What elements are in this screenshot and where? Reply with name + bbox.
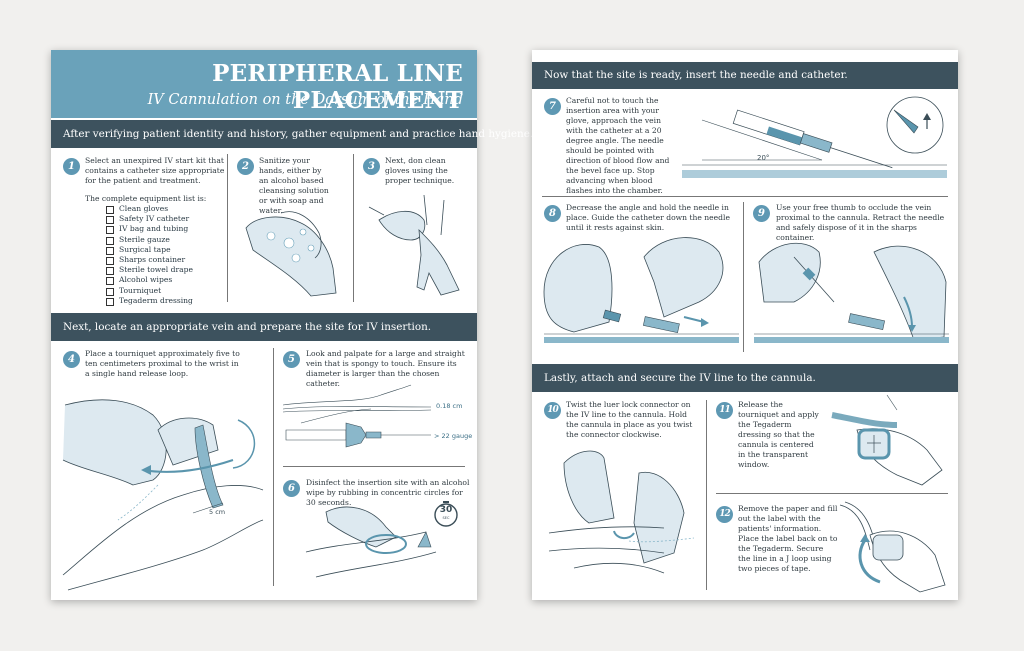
timer-icon xyxy=(433,501,459,528)
checklist-item[interactable]: Clean gloves xyxy=(106,204,193,214)
tourniquet-illustration xyxy=(63,390,268,590)
checkbox-icon xyxy=(106,206,114,214)
checklist-item[interactable]: IV bag and tubing xyxy=(106,224,193,235)
checklist-item[interactable]: Sterile gauze xyxy=(106,235,193,245)
right-poster-page: Now that the site is ready, insert the n… xyxy=(532,50,958,600)
disinfection-illustration xyxy=(306,502,456,592)
left-poster-page: PERIPHERAL LINE PLACEMENT IV Cannulation… xyxy=(51,50,533,600)
glove-donning-illustration xyxy=(369,195,469,300)
checkbox-icon xyxy=(106,246,114,255)
luer-lock-illustration xyxy=(544,443,704,583)
checklist-item[interactable]: Alcohol wipes xyxy=(106,275,193,286)
checklist-item[interactable]: Sterile towel drape xyxy=(106,265,193,276)
checklist-item[interactable]: Surgical tape xyxy=(106,245,193,255)
insertion-angle-label: 20° xyxy=(757,154,770,162)
timer-value: 30 xyxy=(439,505,453,515)
section-heading-secure: Lastly, attach and secure the IV line to… xyxy=(532,364,958,392)
column-divider xyxy=(227,154,228,302)
row-divider xyxy=(716,493,948,494)
step-9-badge: 9 xyxy=(753,205,770,222)
step-8-text: Decrease the angle and hold the needle i… xyxy=(566,203,730,232)
step-12-text: Remove the paper and fill out the label … xyxy=(738,504,838,573)
checkbox-icon xyxy=(106,226,114,235)
checkbox-icon xyxy=(106,287,114,296)
checklist-item[interactable]: Tegaderm dressing xyxy=(106,296,193,306)
vein-and-catheter-illustration xyxy=(281,385,436,450)
step-7-text: Careful not to touch the insertion area … xyxy=(566,96,670,195)
checkbox-icon xyxy=(106,267,114,276)
poster-subtitle: IV Cannulation on the Dorsum of the Hand xyxy=(147,92,463,108)
step-4-text: Place a tourniquet approximately five to… xyxy=(85,349,240,378)
handwashing-illustration xyxy=(241,208,341,298)
step-3-text: Next, don clean gloves using the proper … xyxy=(385,156,455,185)
title-band: PERIPHERAL LINE PLACEMENT IV Cannulation… xyxy=(51,50,477,118)
catheter-gauge-label: > 22 gauge xyxy=(434,432,473,440)
step-6-badge: 6 xyxy=(283,480,300,497)
step-6-text: Disinfect the insertion site with an alc… xyxy=(306,478,470,507)
checkbox-icon xyxy=(106,236,114,245)
step-2-text: Sanitize your hands, either by an alcoho… xyxy=(259,156,329,215)
poster-title: PERIPHERAL LINE PLACEMENT xyxy=(212,60,463,114)
column-divider xyxy=(353,154,354,302)
step-5-badge: 5 xyxy=(283,351,300,368)
step-1-text: Select an unexpired IV start kit that co… xyxy=(85,156,225,185)
step-9-text: Use your free thumb to occlude the vein … xyxy=(776,203,945,242)
catheter-advance-illustration xyxy=(544,232,739,343)
section-heading-insert: Now that the site is ready, insert the n… xyxy=(532,62,958,89)
needle-insertion-illustration xyxy=(682,95,947,178)
step-7-badge: 7 xyxy=(544,98,561,115)
needle-retract-illustration xyxy=(754,232,949,343)
checkbox-icon xyxy=(106,277,114,286)
step-11-text: Release the tourniquet and apply the Teg… xyxy=(738,400,819,469)
vein-diameter-label: 0.18 cm xyxy=(436,402,463,410)
j-loop-illustration xyxy=(840,500,950,595)
checklist-item[interactable]: Sharps container xyxy=(106,255,193,266)
column-divider xyxy=(743,202,744,352)
row-divider xyxy=(283,466,465,467)
checkbox-icon xyxy=(106,297,114,306)
checklist-item[interactable]: Safety IV catheter xyxy=(106,214,193,225)
step-10-text: Twist the luer lock connector on the IV … xyxy=(566,400,693,439)
equipment-intro: The complete equipment list is: xyxy=(85,194,207,203)
step-12-badge: 12 xyxy=(716,506,733,523)
row-divider xyxy=(542,196,948,197)
step-4-badge: 4 xyxy=(63,351,80,368)
column-divider xyxy=(706,400,707,590)
tegaderm-illustration xyxy=(827,395,947,490)
column-divider xyxy=(273,348,274,586)
step-5-text: Look and palpate for a large and straigh… xyxy=(306,349,465,388)
tourniquet-distance-label: 5 cm xyxy=(209,508,226,516)
timer-unit: SEC xyxy=(442,516,450,520)
equipment-checklist: Clean gloves Safety IV catheter IV bag a… xyxy=(106,204,193,306)
checklist-item[interactable]: Tourniquet xyxy=(106,286,193,296)
step-8-badge: 8 xyxy=(544,205,561,222)
step-1-badge: 1 xyxy=(63,158,80,175)
section-heading-equipment: After verifying patient identity and his… xyxy=(51,120,533,148)
section-heading-vein: Next, locate an appropriate vein and pre… xyxy=(51,313,477,341)
step-3-badge: 3 xyxy=(363,158,380,175)
checkbox-icon xyxy=(106,257,114,266)
checkbox-icon xyxy=(106,216,114,225)
step-11-badge: 11 xyxy=(716,402,733,419)
step-2-badge: 2 xyxy=(237,158,254,175)
step-10-badge: 10 xyxy=(544,402,561,419)
